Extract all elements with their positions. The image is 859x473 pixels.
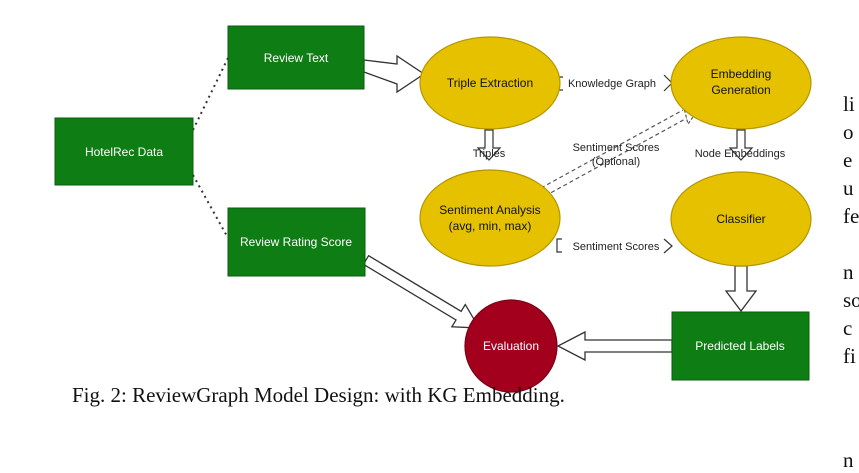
embedding-generation-node <box>670 36 812 130</box>
classifier-node <box>670 171 812 267</box>
triple-extraction-node <box>419 36 561 130</box>
dotted-edge-hotelrec-reviewtext <box>192 57 229 131</box>
sentiment-analysis-label-1: Sentiment Analysis <box>439 203 540 217</box>
sentiment-optional-label-2: (Optional) <box>592 156 640 168</box>
side-text-line: n <box>843 448 854 472</box>
side-text-line: fe <box>843 204 859 228</box>
sentiment-analysis-label-2: (avg, min, max) <box>449 219 532 233</box>
dotted-edge-hotelrec-rating <box>192 174 229 239</box>
side-text-line: e <box>843 148 853 172</box>
sentiment-optional-label-1: Sentiment Scores <box>573 142 660 154</box>
review-rating-box <box>227 207 366 277</box>
embedding-generation-label-1: Embedding <box>711 67 772 81</box>
sentiment-analysis-node <box>419 169 561 267</box>
figure-caption: Fig. 2: ReviewGraph Model Design: with K… <box>72 383 565 407</box>
arrow-reviewtext-triple <box>363 54 426 94</box>
side-text-line: so <box>843 288 859 312</box>
hotelrec-box <box>54 117 194 186</box>
triples-label: Triples <box>473 148 506 160</box>
edge-sentiment-scores-head <box>663 238 673 254</box>
classifier-label: Classifier <box>716 212 765 226</box>
hotelrec-label: HotelRec Data <box>85 145 163 159</box>
embedding-generation-label-2: Generation <box>711 83 770 97</box>
arrow-embedding-classifier <box>728 129 754 161</box>
sentiment-scores-label: Sentiment Scores <box>573 241 660 253</box>
side-text-line: u <box>843 176 854 200</box>
edge-sentiment-scores <box>556 238 562 253</box>
side-text-line: o <box>843 120 854 144</box>
side-text-line: li <box>843 92 855 116</box>
node-embeddings-label: Node Embeddings <box>695 148 786 160</box>
review-rating-label: Review Rating Score <box>240 235 352 249</box>
side-text-line: c <box>843 316 853 340</box>
arrow-triple-sentiment <box>476 129 502 161</box>
predicted-labels-box <box>671 311 810 381</box>
evaluation-node <box>464 299 558 393</box>
predicted-labels-label: Predicted Labels <box>695 339 784 353</box>
review-text-label: Review Text <box>264 51 329 65</box>
side-text-line: n <box>843 260 854 284</box>
review-text-box <box>227 25 365 90</box>
triple-extraction-label: Triple Extraction <box>447 76 533 90</box>
side-text-line: fi <box>843 344 856 368</box>
arrow-classifier-predicted <box>724 265 758 313</box>
arrow-rating-evaluation <box>362 254 481 329</box>
arrow-predicted-evaluation <box>556 330 673 362</box>
evaluation-label: Evaluation <box>483 339 539 353</box>
knowledge-graph-label: Knowledge Graph <box>568 78 656 90</box>
